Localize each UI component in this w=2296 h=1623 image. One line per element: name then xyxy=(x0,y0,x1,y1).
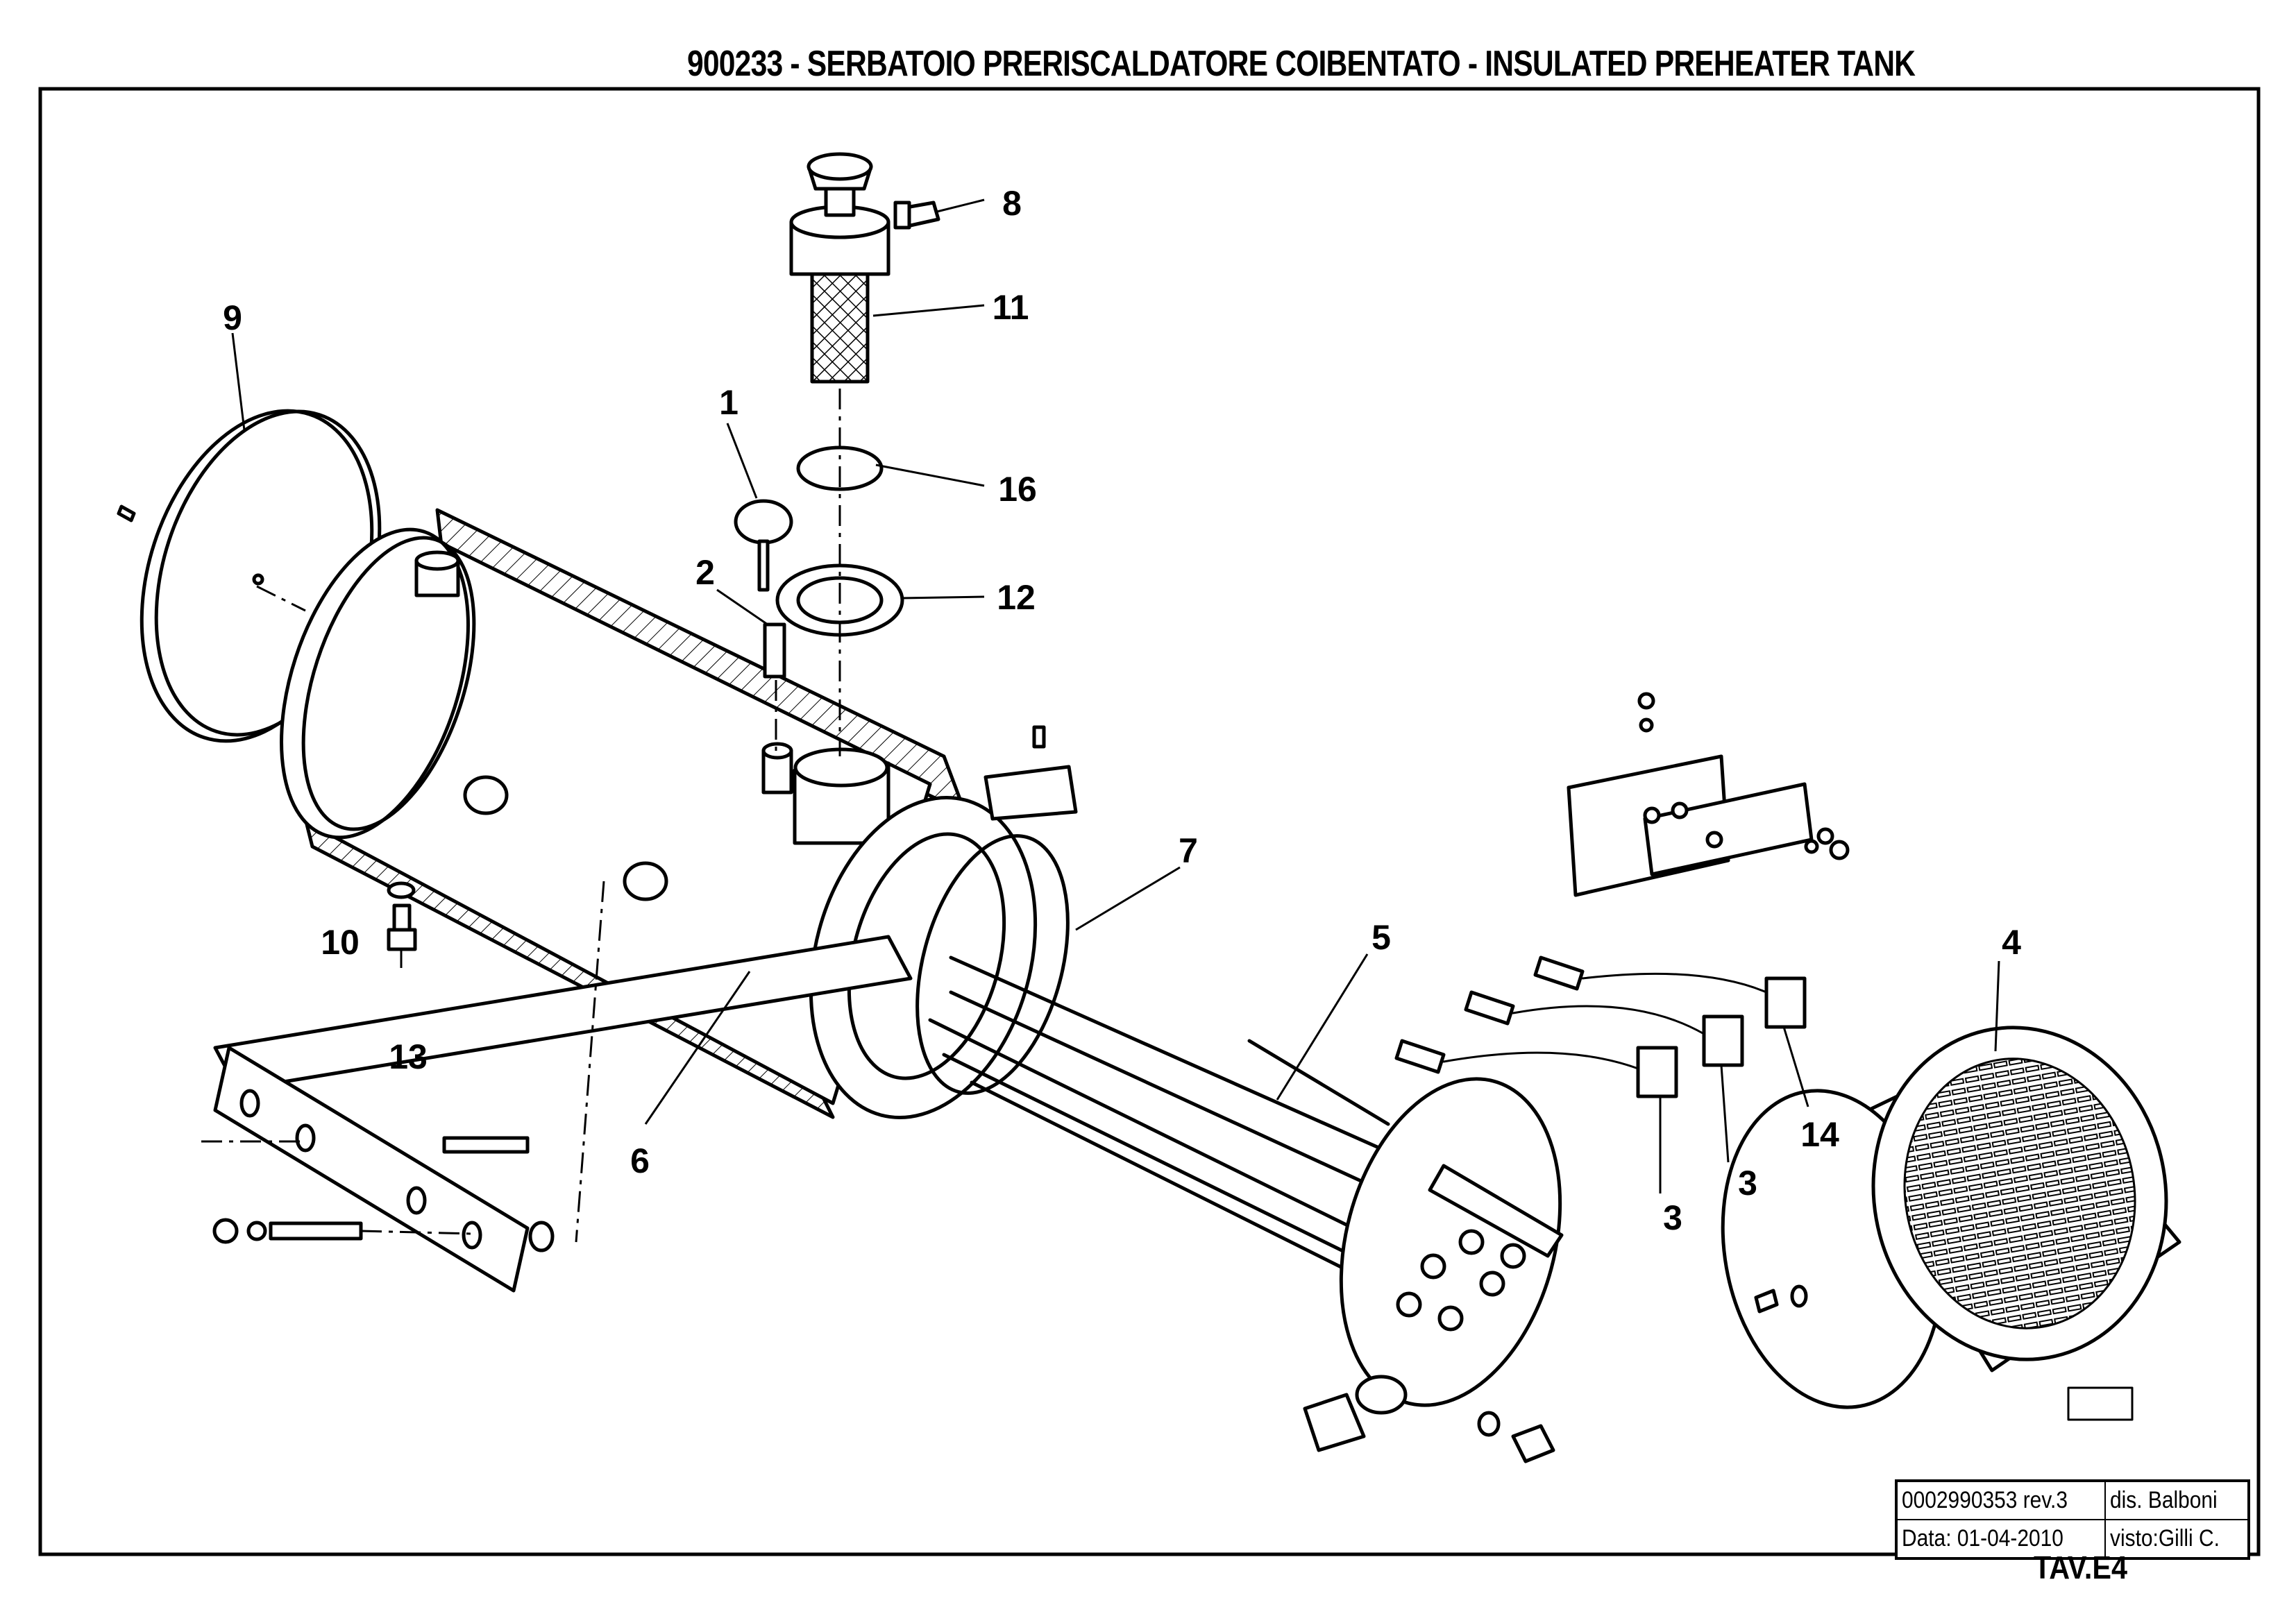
screw-part-8 xyxy=(893,201,940,230)
drain-fitting xyxy=(387,881,417,951)
heating-element-bundle xyxy=(928,955,1564,1452)
date-cell: Data: 01-04-2010 xyxy=(1897,1520,2105,1558)
thermometer-sleeve xyxy=(763,622,786,679)
sheet-id: TAV.E4 xyxy=(2034,1549,2127,1586)
title-block: 0002990353 rev.3 dis. Balboni Data: 01-0… xyxy=(1895,1479,2250,1560)
drawing-number-cell: 0002990353 rev.3 xyxy=(1897,1481,2105,1520)
part-label-8: 8 xyxy=(1002,184,1022,223)
drawing-title: 900233 - SERBATOIO PRERISCALDATORE COIBE… xyxy=(687,44,1916,84)
filter-assembly xyxy=(789,152,890,384)
thermostat-bracket xyxy=(1567,754,1850,897)
drawing-number: 0002990353 rev.3 xyxy=(1902,1487,2068,1513)
checked-by: visto:Gilli C. xyxy=(2110,1525,2220,1552)
part-label-6: 6 xyxy=(630,1141,650,1180)
drawn-by-cell: dis. Balboni xyxy=(2105,1481,2248,1520)
element-cover xyxy=(1721,1026,2181,1421)
element-terminals xyxy=(1396,1229,1526,1332)
drawing-date: Data: 01-04-2010 xyxy=(1902,1525,2063,1552)
part-label-12: 12 xyxy=(997,578,1036,617)
part-label-3a: 3 xyxy=(1663,1198,1682,1237)
part-label-16: 16 xyxy=(998,470,1037,509)
part-label-14: 14 xyxy=(1800,1115,1839,1154)
part-label-1: 1 xyxy=(719,383,738,422)
part-label-11: 11 xyxy=(993,288,1029,327)
sheet-border xyxy=(38,87,2261,1556)
checked-by-cell: visto:Gilli C. xyxy=(2105,1520,2248,1558)
part-label-9: 9 xyxy=(223,298,242,337)
mounting-bar xyxy=(212,935,913,1293)
part-label-4: 4 xyxy=(2002,923,2021,962)
small-fasteners xyxy=(984,692,1819,1463)
thermometer xyxy=(734,499,793,592)
part-label-13: 13 xyxy=(389,1037,428,1076)
part-label-10: 10 xyxy=(321,923,360,962)
tank-flange xyxy=(809,795,1070,1120)
part-label-7: 7 xyxy=(1179,831,1198,870)
part-label-5: 5 xyxy=(1371,918,1391,957)
thermostats xyxy=(1394,955,1807,1098)
bolt-axis-line xyxy=(575,881,605,1243)
part-label-2: 2 xyxy=(695,553,715,592)
part-label-3b: 3 xyxy=(1738,1164,1757,1203)
drawn-by: dis. Balboni xyxy=(2110,1487,2218,1513)
